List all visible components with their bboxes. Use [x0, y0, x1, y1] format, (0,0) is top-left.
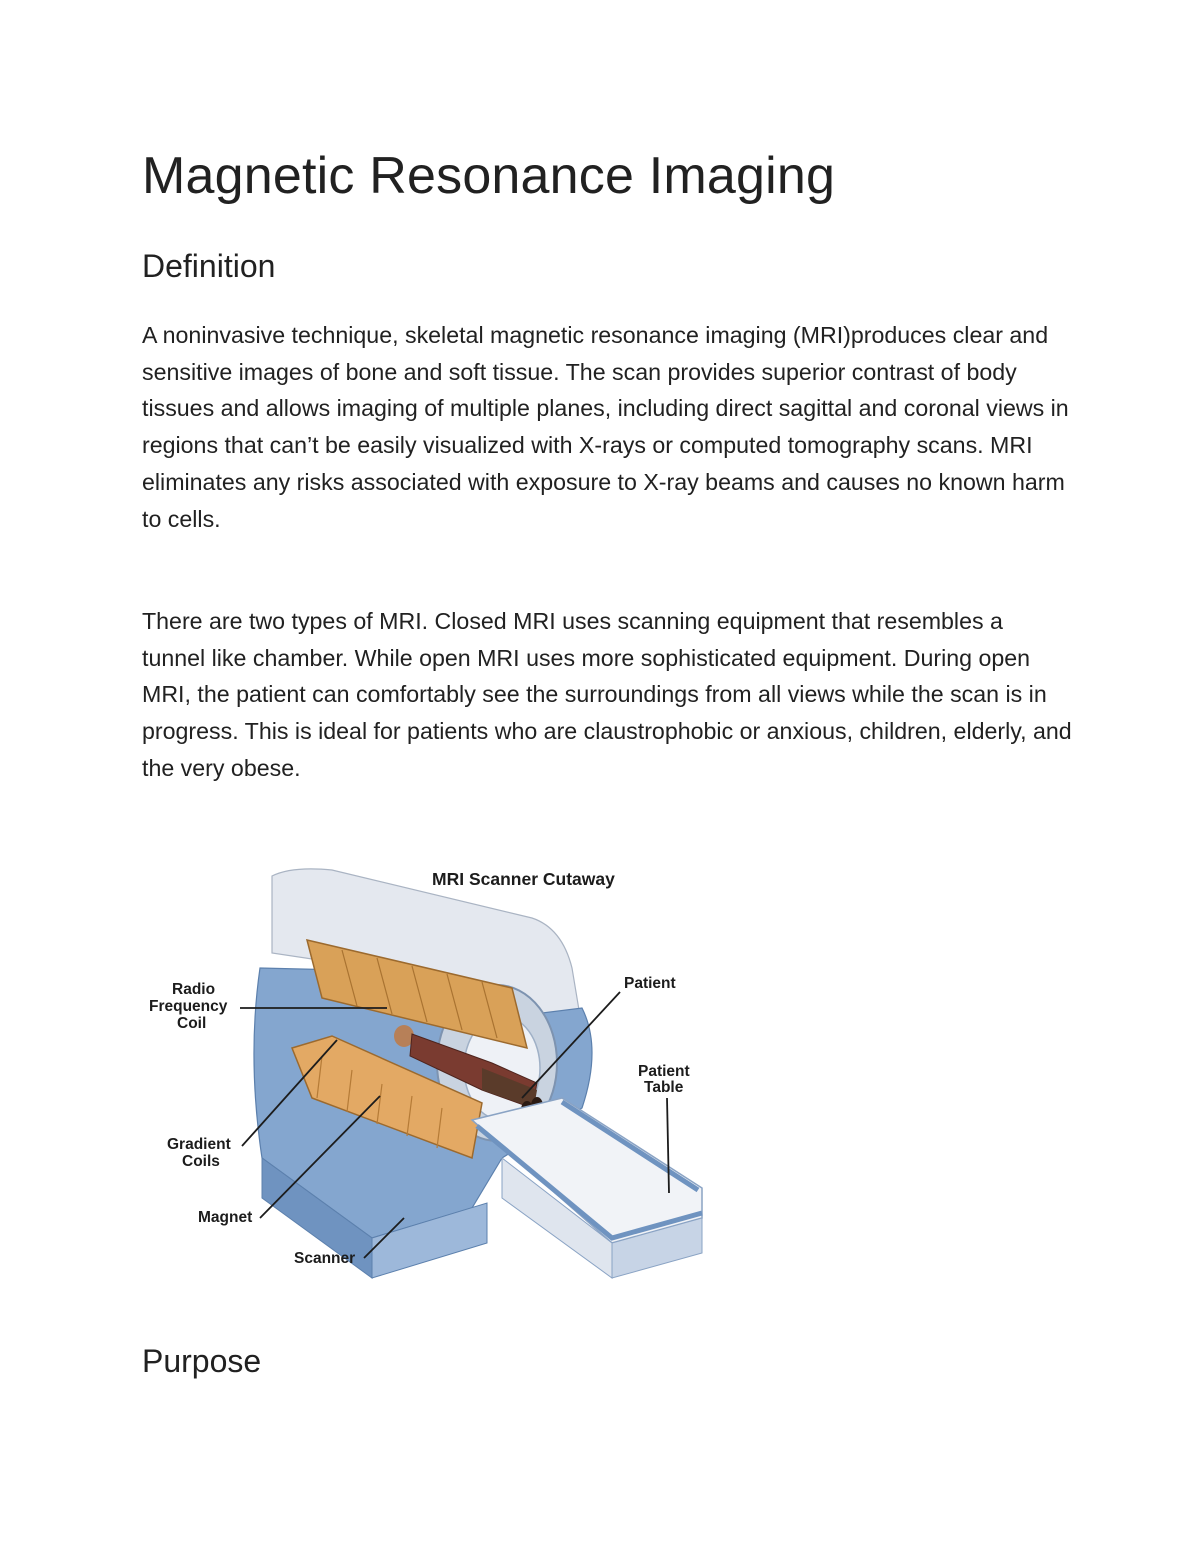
label-frequency: Frequency [149, 998, 228, 1015]
mri-scanner-figure: MRI Scanner Cutaway Radio Frequency Coil… [142, 858, 712, 1298]
definition-paragraph-2: There are two types of MRI. Closed MRI u… [142, 608, 1072, 781]
label-magnet: Magnet [198, 1209, 252, 1226]
definition-paragraph-1: A noninvasive technique, skeletal magnet… [142, 322, 1069, 532]
label-gradient: Gradient [167, 1136, 231, 1153]
gradient-coil-block [290, 1035, 483, 1160]
label-patient: Patient [624, 975, 676, 992]
label-coils: Coils [182, 1153, 220, 1170]
label-patient-table-1: Patient [638, 1063, 690, 1080]
section-heading-definition: Definition [142, 248, 276, 284]
figure-title: MRI Scanner Cutaway [432, 869, 615, 889]
scanner-base-front [371, 1202, 488, 1279]
label-radio: Radio [172, 981, 215, 998]
page-title: Magnetic Resonance Imaging [142, 147, 836, 205]
label-scanner: Scanner [294, 1250, 355, 1267]
section-heading-purpose: Purpose [142, 1343, 262, 1379]
patient-head [394, 1025, 414, 1047]
rf-coil-block [305, 938, 529, 1050]
label-patient-table-2: Table [644, 1079, 684, 1096]
label-coil: Coil [177, 1015, 206, 1032]
mri-scanner-illustration: MRI Scanner Cutaway Radio Frequency Coil… [149, 868, 703, 1279]
patient-table [470, 1097, 703, 1244]
